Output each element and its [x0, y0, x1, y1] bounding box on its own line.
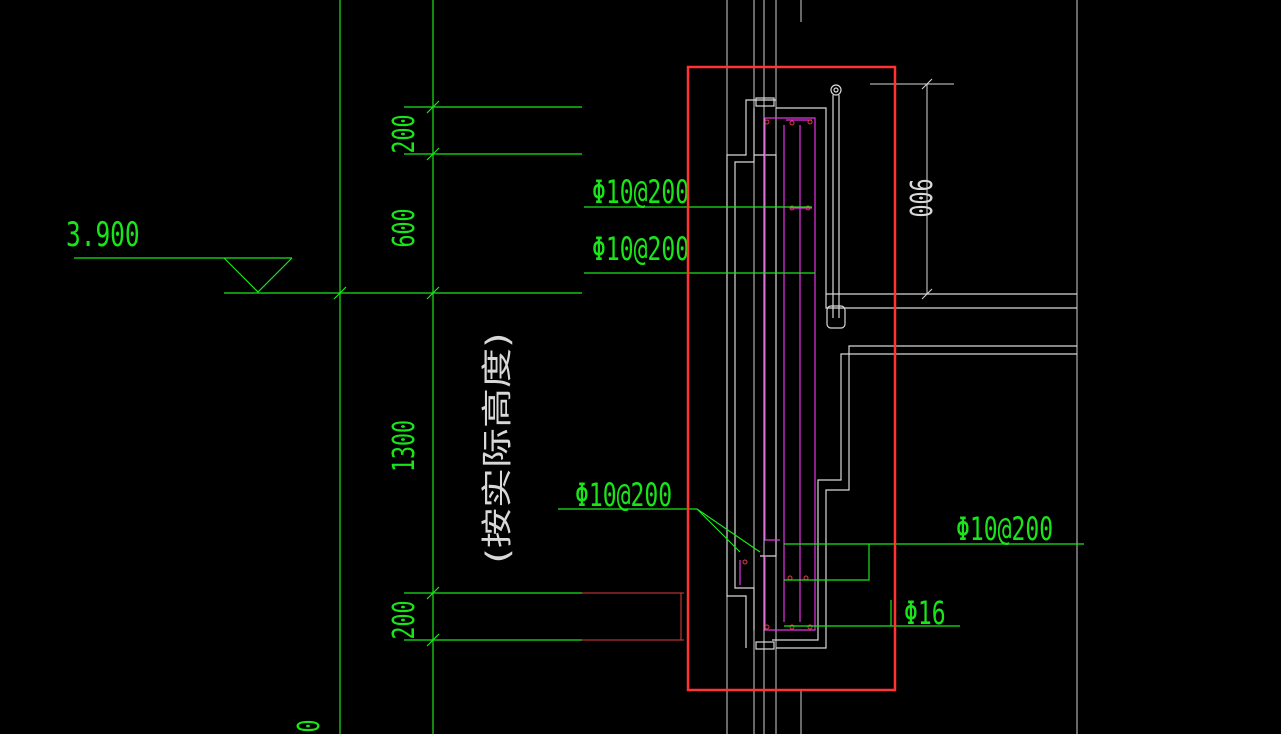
- rebar-label-upper-2: Φ10@200: [592, 230, 689, 268]
- dimension-200-bottom: 200: [388, 601, 422, 640]
- dimension-600: 600: [388, 209, 422, 248]
- parapet-section-outline: [726, 97, 1077, 650]
- dimension-edge-partial: 0: [293, 719, 327, 732]
- highlight-selection-box[interactable]: [686, 65, 897, 692]
- drain-fitting: [826, 84, 846, 329]
- dimension-chain: [333, 100, 582, 647]
- dimension-1300: 1300: [388, 420, 422, 472]
- grid-lines: [339, 0, 434, 734]
- dimension-tick-red: [582, 592, 684, 641]
- rebar-label-upper-1: Φ10@200: [592, 173, 689, 211]
- rebar-leader-lines: [558, 206, 1084, 627]
- dimension-900-label: 900: [902, 179, 936, 218]
- height-note: (按实际高度): [480, 332, 516, 563]
- dimension-200-top: 200: [388, 115, 422, 154]
- rebar-layout: [739, 117, 816, 631]
- rebar-label-bottom-bar: Φ16: [904, 594, 946, 632]
- elevation-marker: 3.900: [66, 215, 582, 294]
- rebar-label-lower-left: Φ10@200: [575, 476, 672, 514]
- rebar-label-lower-right: Φ10@200: [956, 510, 1053, 548]
- elevation-label: 3.900: [66, 215, 140, 254]
- dimension-900: [870, 78, 954, 300]
